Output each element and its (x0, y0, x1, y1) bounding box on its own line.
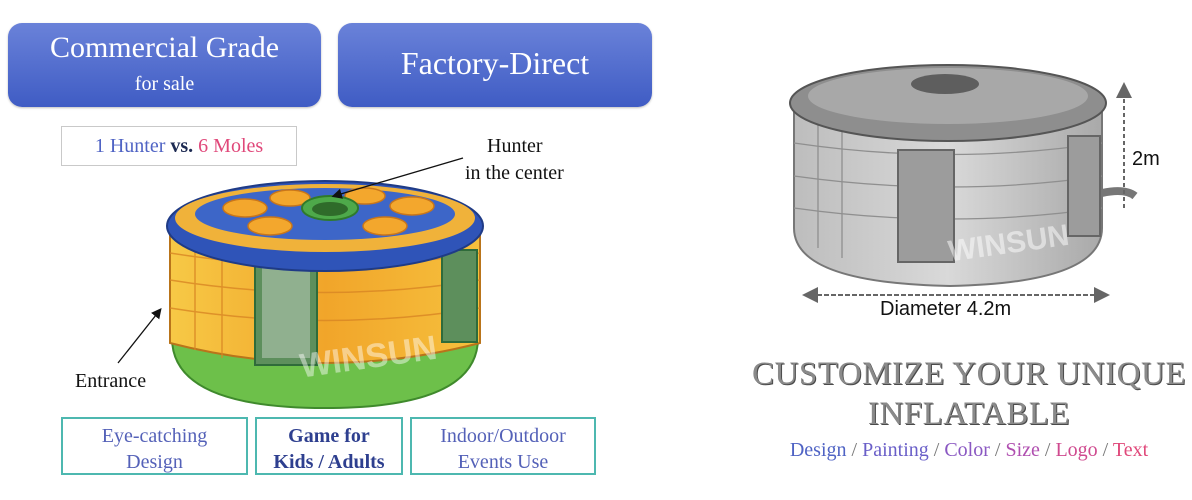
commercial-grade-badge: Commercial Grade for sale (8, 23, 321, 107)
feature-line1: Indoor/Outdoor (440, 425, 566, 447)
hunter-count: 1 Hunter (94, 135, 166, 157)
separator: / (994, 439, 1001, 461)
badge-title: Commercial Grade (49, 31, 280, 64)
height-dimension: 2m (1132, 148, 1160, 170)
diameter-dimension: Diameter 4.2m (880, 298, 1012, 320)
separator: / (933, 439, 940, 461)
option-text: Text (1112, 439, 1149, 461)
hunter-label-line1: Hunter (487, 135, 543, 157)
option-size: Size (1005, 439, 1040, 461)
customize-slogan: CUSTOMIZE YOUR UNIQUE INFLATABLE (744, 354, 1192, 434)
versus-word: vs. (170, 135, 194, 157)
feature-line2: Events Use (457, 451, 549, 473)
colored-inflatable-image: WINSUN (166, 180, 484, 410)
option-color: Color (944, 439, 990, 461)
slogan-line2: INFLATABLE (867, 396, 1071, 432)
feature-line2: Design (126, 451, 183, 473)
option-painting: Painting (862, 439, 929, 461)
separator: / (1102, 439, 1109, 461)
feature-box-usage: Indoor/Outdoor Events Use (410, 417, 596, 475)
separator: / (1044, 439, 1051, 461)
badge-subtitle: for sale (134, 73, 195, 95)
annotation-arrows (117, 157, 464, 364)
grayscale-inflatable-image: WINSUN (789, 64, 1138, 303)
moles-count: 6 Moles (198, 135, 264, 157)
feature-line2: Kids / Adults (273, 451, 385, 473)
factory-direct-badge: Factory-Direct (338, 23, 652, 107)
feature-line1: Eye-catching (101, 425, 208, 447)
slogan-line1: CUSTOMIZE YOUR UNIQUE (752, 356, 1186, 392)
separator: / (851, 439, 858, 461)
feature-box-design: Eye-catching Design (61, 417, 248, 475)
entrance-label: Entrance (75, 370, 147, 392)
option-design: Design (789, 439, 847, 461)
customization-options: Design / Painting / Color / Size / Logo … (744, 439, 1192, 462)
badge-title: Factory-Direct (400, 45, 590, 81)
feature-line1: Game for (288, 425, 370, 447)
versus-tag: 1 Hunter vs. 6 Moles (61, 126, 297, 166)
feature-box-audience: Game for Kids / Adults (255, 417, 403, 475)
hunter-label-line2: in the center (465, 162, 564, 184)
option-logo: Logo (1055, 439, 1098, 461)
